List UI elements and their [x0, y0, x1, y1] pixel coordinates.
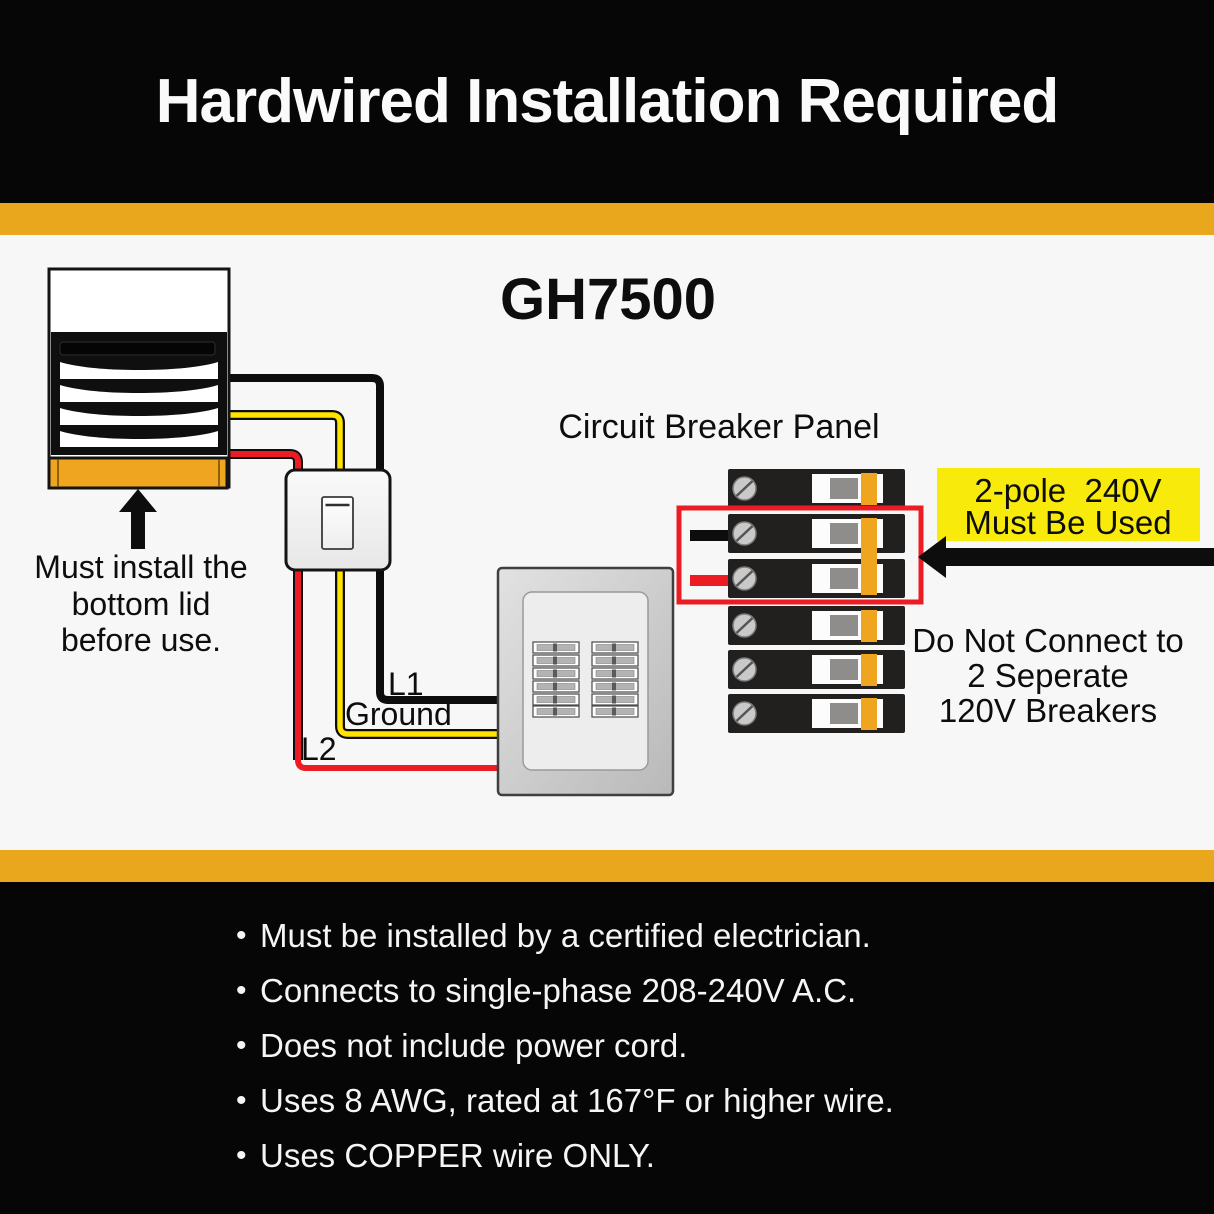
heater-louvers	[60, 358, 218, 447]
wire-label-l1: L1	[388, 666, 424, 702]
amber-stripe-bottom	[0, 850, 1214, 882]
wire-ground-yellow	[229, 410, 498, 739]
black-wire-stub	[690, 530, 728, 541]
heater-top-slat	[59, 341, 216, 356]
callout-line: Must Be Used	[964, 504, 1171, 541]
instruction-bullet: Must be installed by a certified electri…	[236, 908, 1214, 963]
heater-unit	[47, 267, 231, 490]
breaker-handles	[861, 473, 877, 730]
breaker-handle-tie	[861, 518, 877, 595]
heater-caption-line: before use.	[61, 622, 221, 658]
heater-bottom-lid	[47, 456, 229, 490]
breaker	[726, 557, 907, 600]
breaker-panel	[676, 467, 924, 735]
warning-text-line: Do Not Connect to	[912, 622, 1183, 659]
breaker	[726, 692, 907, 735]
switch-rocker	[321, 496, 354, 550]
wire-label-ground: Ground	[345, 696, 452, 732]
diagram-band: GH7500 Circuit Breaker Panel	[0, 235, 1214, 850]
instruction-bullet: Does not include power cord.	[236, 1018, 1214, 1073]
installation-diagram: GH7500 Circuit Breaker Panel	[34, 267, 1214, 797]
red-wire-stub	[690, 575, 728, 586]
wire-l2-red	[229, 449, 498, 771]
junction-box	[496, 566, 675, 797]
breaker	[726, 648, 907, 691]
callout-line: 2-pole 240V	[974, 472, 1161, 509]
warning-text-line: 120V Breakers	[939, 692, 1157, 729]
instruction-bullet: Uses 8 AWG, rated at 167°F or higher wir…	[236, 1073, 1214, 1128]
breaker	[726, 512, 907, 555]
amber-stripe-top	[0, 203, 1214, 235]
instruction-bullet: Connects to single-phase 208-240V A.C.	[236, 963, 1214, 1018]
breaker	[726, 604, 907, 647]
disconnect-switch	[284, 468, 392, 572]
instruction-list: Must be installed by a certified electri…	[0, 882, 1214, 1183]
breaker-panel-label: Circuit Breaker Panel	[558, 408, 879, 446]
breaker	[726, 467, 907, 510]
warning-text: Do Not Connect to 2 Seperate 120V Breake…	[912, 622, 1183, 729]
model-title: GH7500	[500, 267, 716, 332]
page-title: Hardwired Installation Required	[155, 67, 1060, 136]
heater-caption: Must install the bottom lid before use.	[34, 549, 247, 658]
instruction-bullet: Uses COPPER wire ONLY.	[236, 1128, 1214, 1183]
heater-caption-line: bottom lid	[72, 586, 211, 622]
warning-text-line: 2 Seperate	[967, 657, 1128, 694]
left-arrow-icon	[918, 536, 1214, 578]
callout-2pole-240v: 2-pole 240V Must Be Used	[937, 468, 1200, 541]
wire-label-l2: L2	[301, 731, 337, 767]
header-band: Hardwired Installation Required	[0, 0, 1214, 203]
up-arrow-icon	[119, 489, 157, 549]
heater-caption-line: Must install the	[34, 549, 247, 585]
footer-band: Must be installed by a certified electri…	[0, 882, 1214, 1214]
